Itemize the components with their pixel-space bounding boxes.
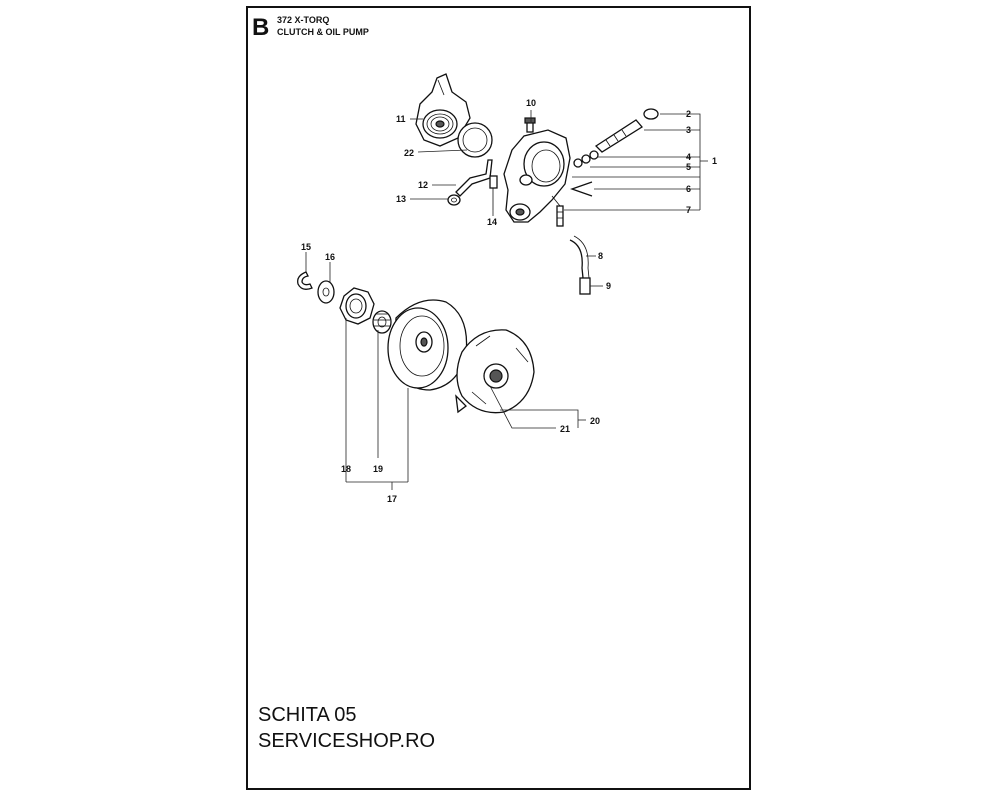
part-2-3-pump-plunger [594, 108, 659, 153]
callout-4: 4 [686, 152, 691, 162]
part-11-oil-pump-gear [415, 73, 471, 147]
callout-10: 10 [526, 98, 536, 108]
part-7-screw [556, 205, 564, 227]
callout-21: 21 [560, 424, 570, 434]
part-15-circlip [297, 271, 313, 290]
callout-numbers: 10 11 22 12 13 14 2 3 4 5 6 7 1 8 9 15 1… [301, 98, 717, 504]
callout-7: 7 [686, 205, 691, 215]
sheet-number: SCHITA 05 [258, 704, 357, 726]
part-4-5-seal-spring [573, 150, 599, 168]
part-13-nut [447, 194, 461, 206]
callout-1: 1 [712, 156, 717, 166]
callout-11: 11 [396, 114, 406, 124]
callout-12: 12 [418, 180, 428, 190]
part-6-washer-arrow [570, 181, 593, 197]
section-letter: B [252, 14, 270, 41]
callout-16: 16 [325, 252, 335, 262]
part-12-pipe [455, 159, 493, 197]
part-22-gasket [457, 122, 493, 158]
part-14-bolt [489, 175, 498, 210]
callout-6: 6 [686, 184, 691, 194]
callout-18: 18 [341, 464, 351, 474]
part-8-9-oil-hose [569, 235, 591, 295]
callout-9: 9 [606, 281, 611, 291]
callout-3: 3 [686, 125, 691, 135]
callout-22: 22 [404, 148, 414, 158]
oil-pump-housing [503, 129, 571, 223]
callout-13: 13 [396, 194, 406, 204]
callout-8: 8 [598, 251, 603, 261]
callout-17: 17 [387, 494, 397, 504]
callout-20: 20 [590, 416, 600, 426]
diagram-title: CLUTCH & OIL PUMP [277, 27, 369, 37]
callout-19: 19 [373, 464, 383, 474]
part-20-clutch-shoes [455, 329, 535, 414]
part-17-clutch-drum [387, 299, 468, 391]
callout-15: 15 [301, 242, 311, 252]
part-16-washer [317, 280, 335, 304]
part-18-rim-sprocket [339, 287, 375, 325]
callout-2: 2 [686, 109, 691, 119]
part-19-needle-bearing [372, 310, 392, 334]
model-name: 372 X-TORQ [277, 15, 330, 25]
callout-14: 14 [487, 217, 497, 227]
part-10-screw [524, 117, 536, 133]
leader-lines [305, 110, 708, 490]
site-name: SERVICESHOP.RO [258, 730, 436, 752]
callout-5: 5 [686, 162, 691, 172]
